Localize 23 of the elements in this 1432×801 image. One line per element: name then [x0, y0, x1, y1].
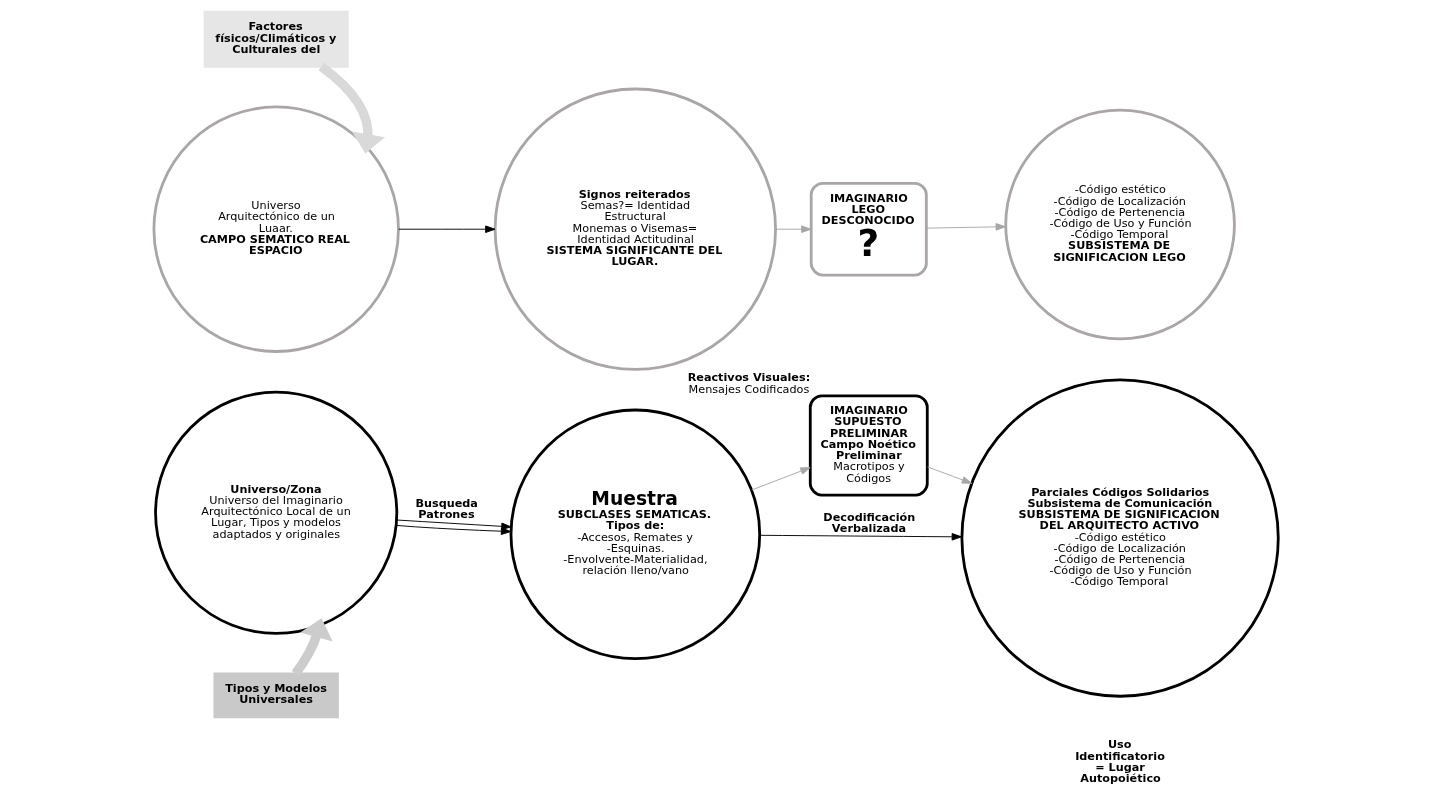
node-label: Reactivos Visuales: [687, 371, 811, 385]
arrow [775, 225, 812, 233]
arrow [395, 524, 512, 535]
label: Uso Identificatorio = Lugar Autopoiético [1075, 738, 1165, 785]
node-circle: -Código estético -Código de Localización -Código de Pertenencia -Código de Uso y Función -Código Temporal SUBSISTEMA DE SIGNIFICACION LEGO [1004, 108, 1236, 341]
node-circle: Muestra SUBCLASES SEMATICAS. Tipos de: -Accesos, Remates y -Esquinas. -Envolvente-Materialidad, relación lleno/vano [509, 408, 762, 661]
arrow [751, 467, 811, 491]
edge-label: Decodificación Verbalizada [823, 510, 916, 536]
arrow [926, 223, 1006, 231]
arrow [759, 533, 962, 541]
node-circle: Universo Arquitectónico de un Luaar. CAMPO SEMATICO REAL ESPACIO [152, 105, 400, 353]
node-box: IMAGINARIO LEGO DESCONOCIDO ? [809, 181, 928, 277]
arrow [398, 225, 496, 233]
node-box: Tipos y Modelos Universales [213, 672, 339, 719]
edge-label: Busqueda Patrones [415, 496, 478, 522]
node-label: Mensajes Codificados [688, 382, 810, 396]
arrow [396, 519, 512, 531]
node-circle: Universo/Zona Universo del Imaginario Arquitectónico Local de un Lugar, Tipos y modelos adaptados y originales [154, 390, 399, 635]
arrow [927, 466, 973, 484]
node-box: IMAGINARIO SUPUESTO PRELIMINAR Campo Noético Preliminar Macrotipos y Códigos [808, 394, 929, 497]
arrow [318, 62, 386, 154]
node-circle: Signos reiterados Semas?= Identidad Estructural Monemas o Visemas= Identidad Actitudinal SISTEMA SIGNIFICANTE DEL LUGAR. [493, 87, 777, 371]
node-box: Factores físicos/Climáticos y Culturales del [203, 10, 349, 68]
